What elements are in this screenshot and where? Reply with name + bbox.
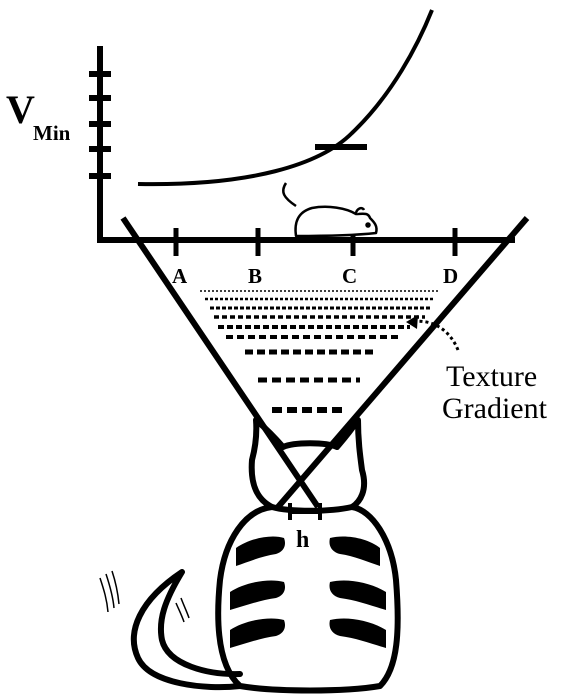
v-min-subscript: Min: [33, 121, 71, 145]
texture-label: Texture: [446, 360, 537, 393]
gradient-label: Gradient: [442, 392, 548, 425]
v-min-label: V: [6, 87, 35, 132]
threshold-curve: [138, 10, 432, 184]
cat-tail: [134, 572, 240, 687]
point-b-label: B: [248, 264, 262, 288]
y-axis: [89, 46, 111, 243]
texture-gradient: [200, 291, 440, 410]
point-a-label: A: [172, 264, 188, 288]
point-c-label: C: [342, 264, 357, 288]
point-d-label: D: [443, 264, 458, 288]
cat-stripes: [230, 536, 386, 648]
mouse: [283, 183, 376, 236]
h-label: h: [296, 527, 309, 553]
